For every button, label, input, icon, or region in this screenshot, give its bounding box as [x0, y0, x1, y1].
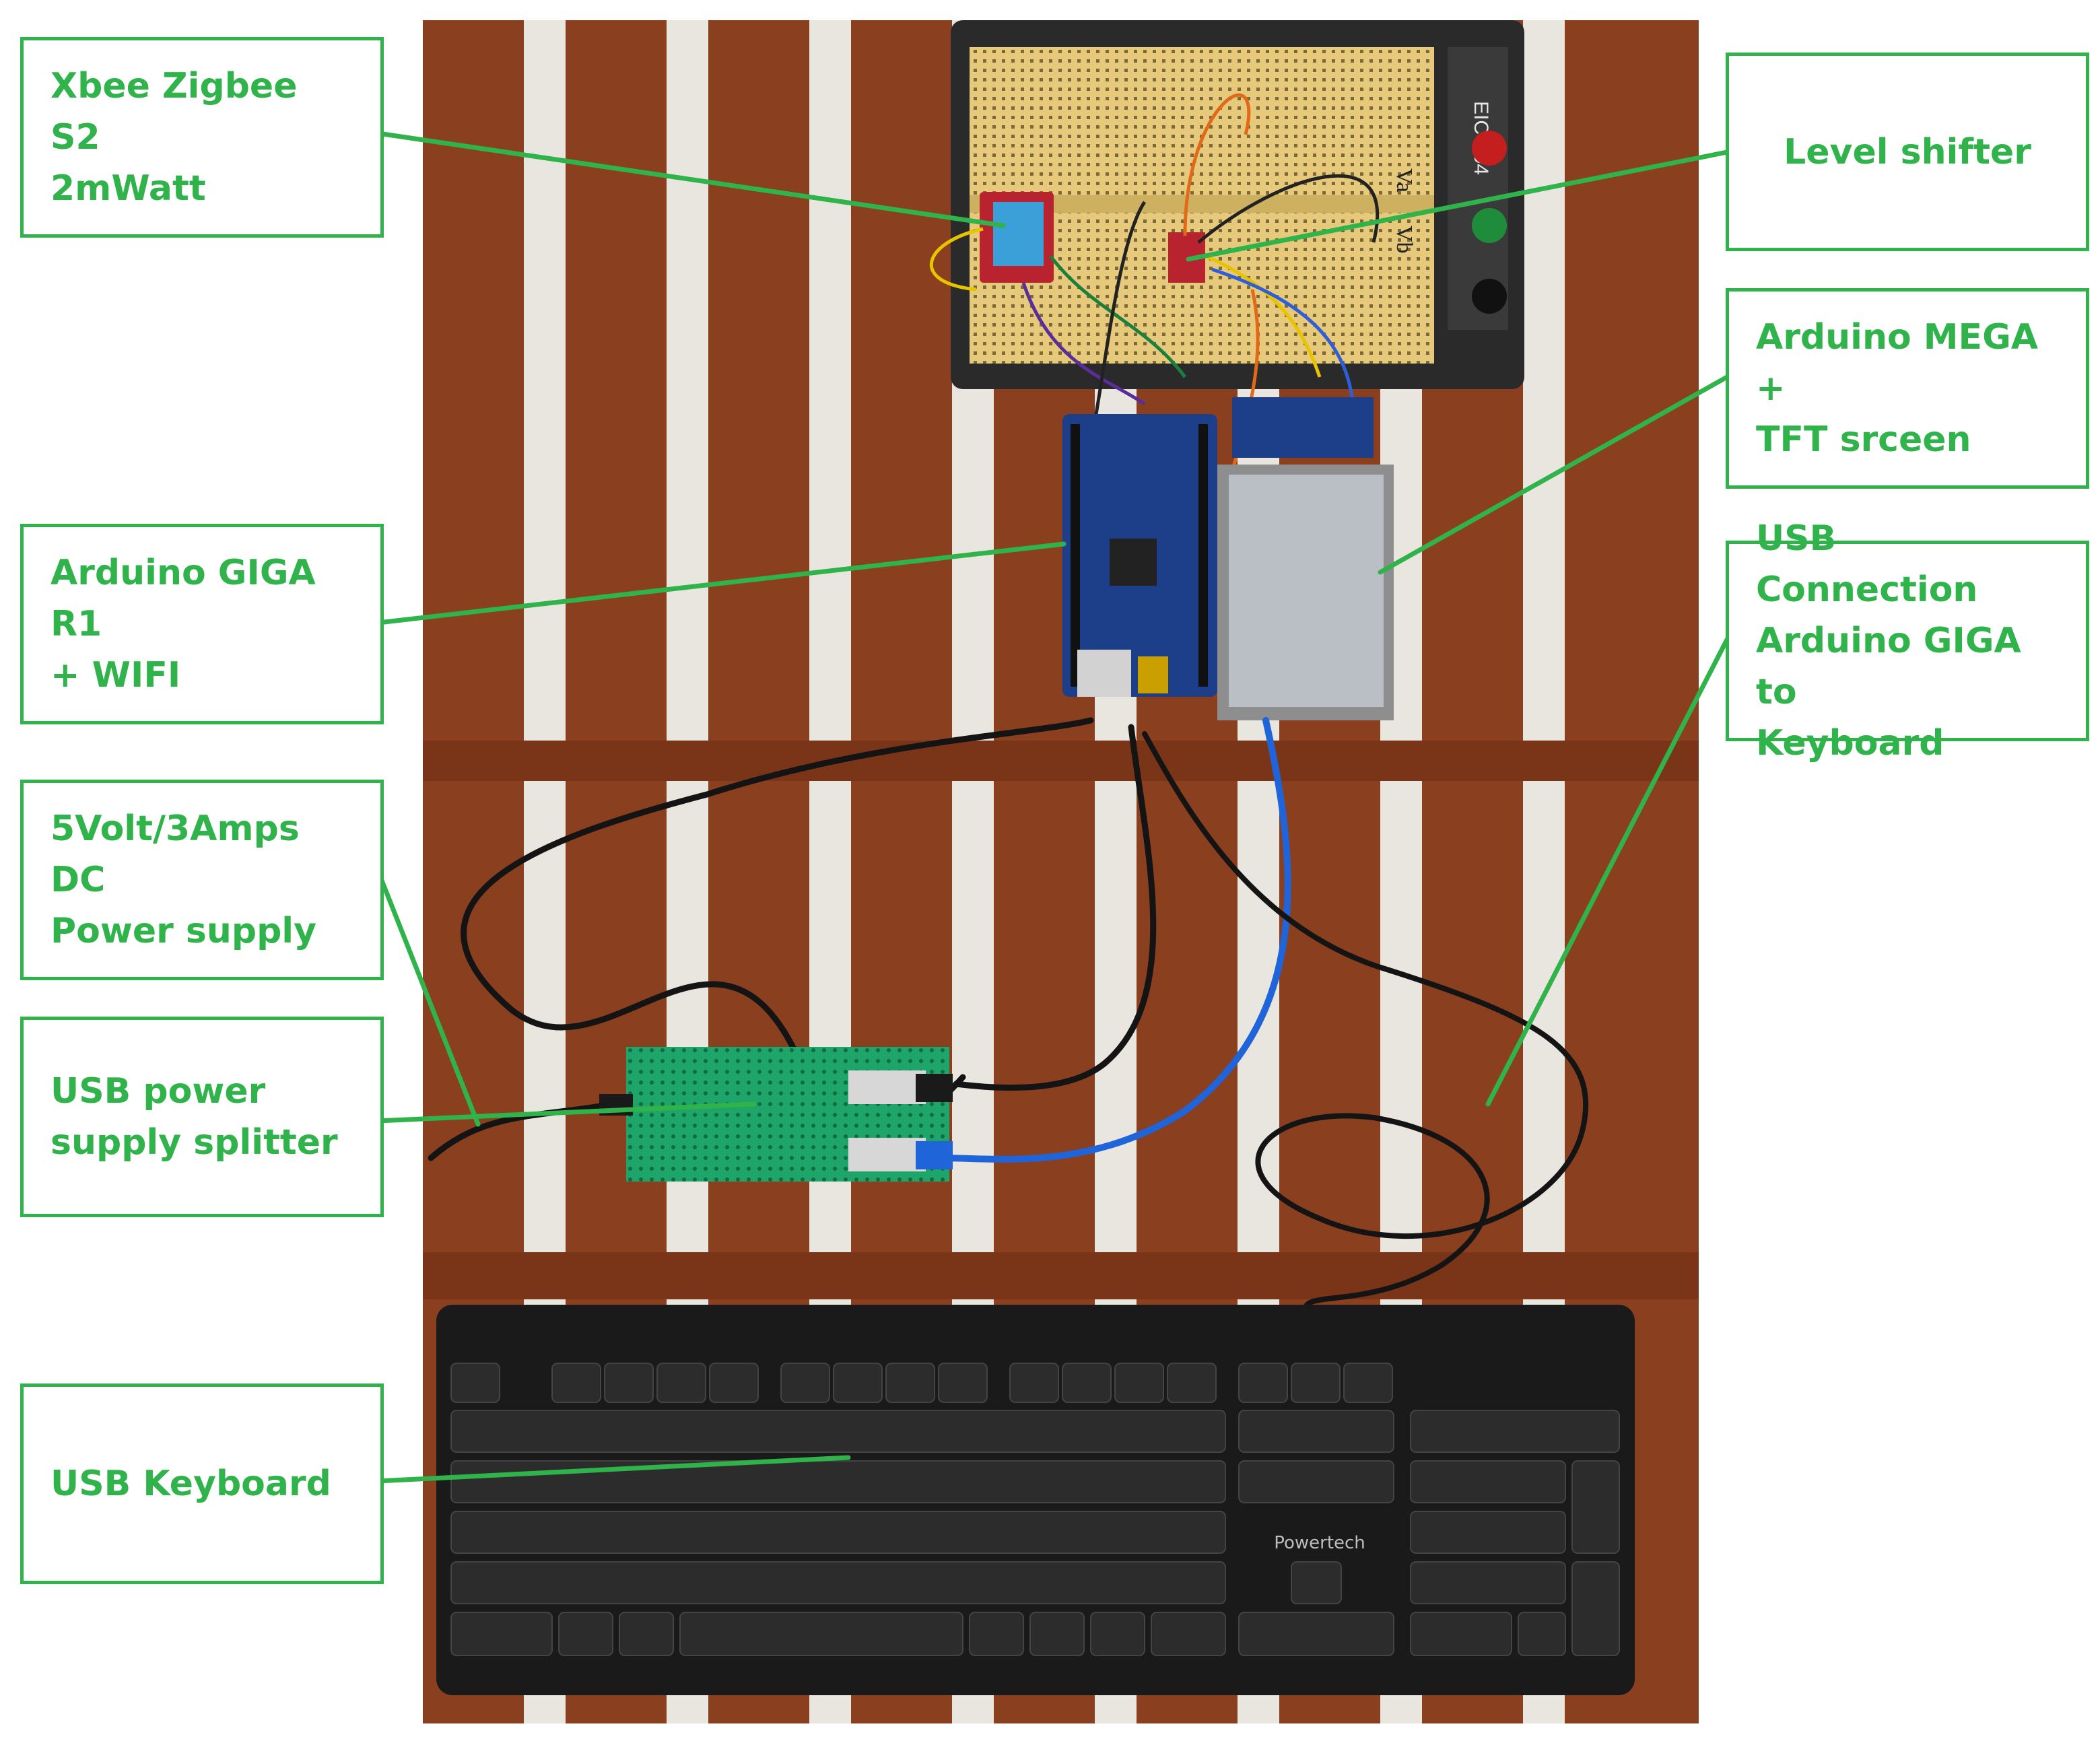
label-usb-connection: USB Connection Arduino GIGA to Keyboard — [1726, 518, 2089, 763]
label-usb-keyboard-text: USB Keyboard — [50, 1464, 331, 1504]
label-level-shifter-text: Level shifter — [1784, 131, 2031, 172]
label-giga-text: Arduino GIGA R1 + WIFI — [50, 553, 316, 695]
pointer-splitter — [374, 1101, 757, 1124]
label-power-supply-text: 5Volt/3Amps DC Power supply — [50, 809, 317, 951]
breadboard: EIC-104 Va Vb — [951, 20, 1524, 389]
xbee-module — [980, 192, 1054, 283]
arduino-giga-board — [1062, 414, 1217, 697]
terminal-label-b: Vb — [1392, 226, 1417, 254]
arduino-mega-tft — [1217, 397, 1394, 720]
pointer-power — [374, 866, 481, 1127]
pointer-level-shifter — [1186, 149, 1733, 262]
power-supply-cable — [428, 1101, 616, 1161]
pointer-lines — [374, 131, 1733, 1484]
terminal-black — [1472, 279, 1507, 314]
pointer-xbee — [376, 131, 1006, 228]
terminal-red — [1472, 131, 1507, 166]
keyboard-keys — [450, 1363, 1620, 1656]
pointer-keyboard — [374, 1455, 851, 1484]
label-usb-splitter-text: USB power supply splitter — [50, 1071, 338, 1163]
usb-keyboard: Powertech — [436, 1305, 1635, 1695]
usb-blue-cable — [939, 717, 1291, 1163]
label-mega-text: Arduino MEGA + TFT srceen — [1756, 317, 2038, 460]
terminal-label-a: Va — [1392, 168, 1417, 193]
label-xbee: Xbee Zigbee S2 2mWatt — [20, 37, 384, 238]
pointer-mega — [1378, 374, 1730, 575]
label-usb-splitter: USB power supply splitter — [20, 1017, 384, 1217]
table-crossbars — [423, 741, 1699, 1299]
keyboard-brand-logo: Powertech — [1274, 1533, 1365, 1553]
label-usb-connection-text: USB Connection Arduino GIGA to Keyboard — [1756, 518, 2021, 763]
photo: EIC-104 Va Vb — [423, 20, 1699, 1723]
usb-splitter-board — [599, 1047, 953, 1182]
label-level-shifter: Level shifter — [1726, 53, 2089, 251]
pointer-giga — [376, 541, 1066, 625]
label-xbee-text: Xbee Zigbee S2 2mWatt — [50, 66, 298, 209]
keyboard-usb-cable — [1142, 731, 1589, 1309]
terminal-green — [1472, 208, 1507, 243]
label-usb-keyboard: USB Keyboard — [20, 1383, 384, 1584]
label-giga: Arduino GIGA R1 + WIFI — [20, 524, 384, 724]
label-mega: Arduino MEGA + TFT srceen — [1726, 288, 2089, 489]
label-power-supply: 5Volt/3Amps DC Power supply — [20, 780, 384, 980]
pointer-usb-conn — [1485, 637, 1730, 1107]
